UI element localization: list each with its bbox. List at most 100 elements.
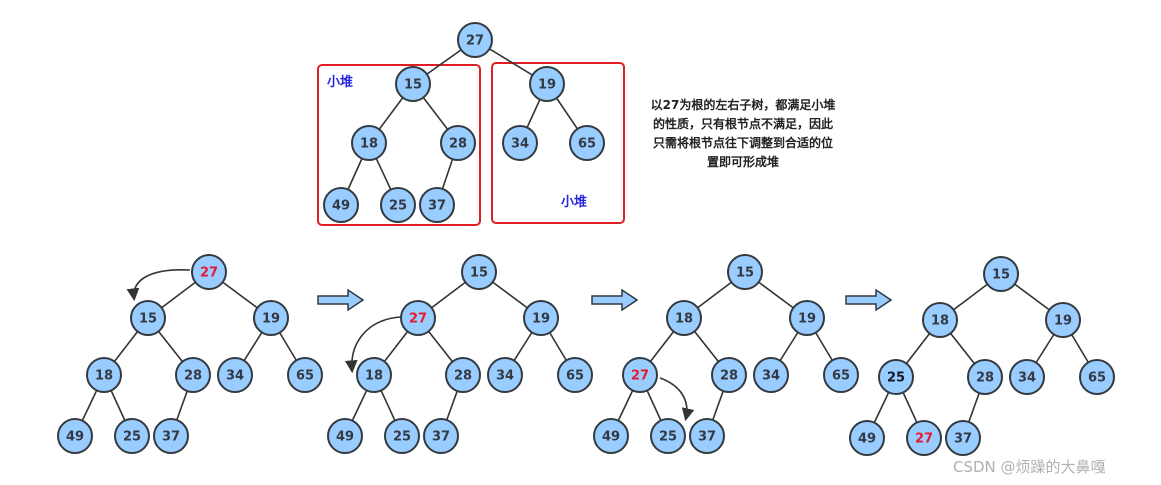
node-value: 34 xyxy=(1018,371,1036,386)
node-value: 34 xyxy=(511,137,529,152)
step-arrow-icon xyxy=(317,288,365,312)
swap-arrow-27-15 xyxy=(126,269,191,302)
node-value: 34 xyxy=(496,369,514,384)
step1-tree-node: 15 xyxy=(130,300,166,336)
step1-tree-node: 19 xyxy=(253,300,289,336)
step3-tree-node: 18 xyxy=(666,300,702,336)
step3-tree-node: 65 xyxy=(823,357,859,393)
step2-tree-node: 27 xyxy=(400,300,436,336)
node-value: 15 xyxy=(139,312,157,327)
step2-tree-node: 18 xyxy=(356,357,392,393)
step2-tree-node: 25 xyxy=(384,418,420,454)
node-value: 37 xyxy=(162,430,180,445)
step3-tree-node: 19 xyxy=(789,300,825,336)
step2-tree-node: 34 xyxy=(487,357,523,393)
left-subtree-box xyxy=(317,64,481,226)
step4-tree-node: 19 xyxy=(1045,302,1081,338)
node-value: 65 xyxy=(1088,371,1106,386)
step1-tree-node: 49 xyxy=(57,418,93,454)
step4-tree-node: 37 xyxy=(945,420,981,456)
step4-tree-node: 65 xyxy=(1079,359,1115,395)
node-value: 27 xyxy=(466,34,484,49)
node-value: 37 xyxy=(954,432,972,447)
node-value: 19 xyxy=(1054,314,1072,329)
step1-tree-node: 34 xyxy=(217,357,253,393)
step2-tree-node: 37 xyxy=(423,418,459,454)
top-tree-node: 25 xyxy=(380,187,416,223)
swap-arrow-27-18 xyxy=(344,316,401,374)
node-value: 28 xyxy=(454,369,472,384)
node-value: 19 xyxy=(532,312,550,327)
step1-tree-node: 65 xyxy=(287,357,323,393)
top-tree-node: 27 xyxy=(457,22,493,58)
node-value: 65 xyxy=(578,137,596,152)
step4-tree-node: 27 xyxy=(906,420,942,456)
step4-tree-node: 25 xyxy=(878,359,914,395)
step2-tree-node: 28 xyxy=(445,357,481,393)
step4-tree-node: 34 xyxy=(1009,359,1045,395)
node-value: 65 xyxy=(832,369,850,384)
node-value: 27 xyxy=(200,266,218,281)
top-tree-node: 28 xyxy=(440,125,476,161)
step1-tree-node: 28 xyxy=(175,357,211,393)
step4-tree-node: 49 xyxy=(849,420,885,456)
step1-tree-node: 25 xyxy=(114,418,150,454)
top-tree-node: 19 xyxy=(529,66,565,102)
step1-tree-node: 27 xyxy=(191,254,227,290)
step-arrow-icon xyxy=(845,288,893,312)
node-value: 37 xyxy=(432,430,450,445)
left-box-label: 小堆 xyxy=(327,74,353,90)
node-value: 25 xyxy=(659,430,677,445)
node-value: 49 xyxy=(336,430,354,445)
node-value: 25 xyxy=(393,430,411,445)
step3-tree-node: 25 xyxy=(650,418,686,454)
step2-tree-node: 65 xyxy=(557,357,593,393)
step3-tree-node: 28 xyxy=(711,357,747,393)
node-value: 65 xyxy=(296,369,314,384)
node-value: 27 xyxy=(409,312,427,327)
node-value: 18 xyxy=(931,314,949,329)
top-tree-node: 18 xyxy=(351,125,387,161)
top-tree-node: 34 xyxy=(502,125,538,161)
watermark: CSDN @烦躁的大鼻嘎 xyxy=(953,458,1106,476)
right-box-label: 小堆 xyxy=(561,194,587,210)
step1-tree-node: 18 xyxy=(86,357,122,393)
node-value: 19 xyxy=(262,312,280,327)
step3-tree-node: 27 xyxy=(622,357,658,393)
node-value: 18 xyxy=(365,369,383,384)
node-value: 15 xyxy=(736,266,754,281)
top-tree-node: 37 xyxy=(419,187,455,223)
step2-tree-node: 49 xyxy=(327,418,363,454)
node-value: 65 xyxy=(566,369,584,384)
swap-arrow-27-25 xyxy=(659,377,695,422)
node-value: 49 xyxy=(66,430,84,445)
node-value: 34 xyxy=(226,369,244,384)
right-subtree-box xyxy=(491,62,625,224)
node-value: 37 xyxy=(698,430,716,445)
node-value: 28 xyxy=(449,137,467,152)
node-value: 19 xyxy=(798,312,816,327)
node-value: 18 xyxy=(360,137,378,152)
step3-tree-node: 15 xyxy=(727,254,763,290)
top-tree-node: 15 xyxy=(395,66,431,102)
step3-tree-node: 34 xyxy=(753,357,789,393)
top-tree-node: 49 xyxy=(323,187,359,223)
node-value: 28 xyxy=(184,369,202,384)
node-value: 15 xyxy=(404,78,422,93)
step1-tree-node: 37 xyxy=(153,418,189,454)
node-value: 28 xyxy=(720,369,738,384)
step4-tree-node: 18 xyxy=(922,302,958,338)
explanation-note: 以27为根的左右子树，都满足小堆的性质，只有根节点不满足，因此只需将根节点往下调… xyxy=(650,98,836,169)
step4-tree-node: 28 xyxy=(967,359,1003,395)
node-value: 49 xyxy=(332,199,350,214)
step3-tree-node: 49 xyxy=(593,418,629,454)
top-tree-node: 65 xyxy=(569,125,605,161)
node-value: 18 xyxy=(95,369,113,384)
node-value: 27 xyxy=(631,369,649,384)
node-value: 37 xyxy=(428,199,446,214)
node-value: 25 xyxy=(389,199,407,214)
node-value: 19 xyxy=(538,78,556,93)
node-value: 28 xyxy=(976,371,994,386)
node-value: 25 xyxy=(123,430,141,445)
